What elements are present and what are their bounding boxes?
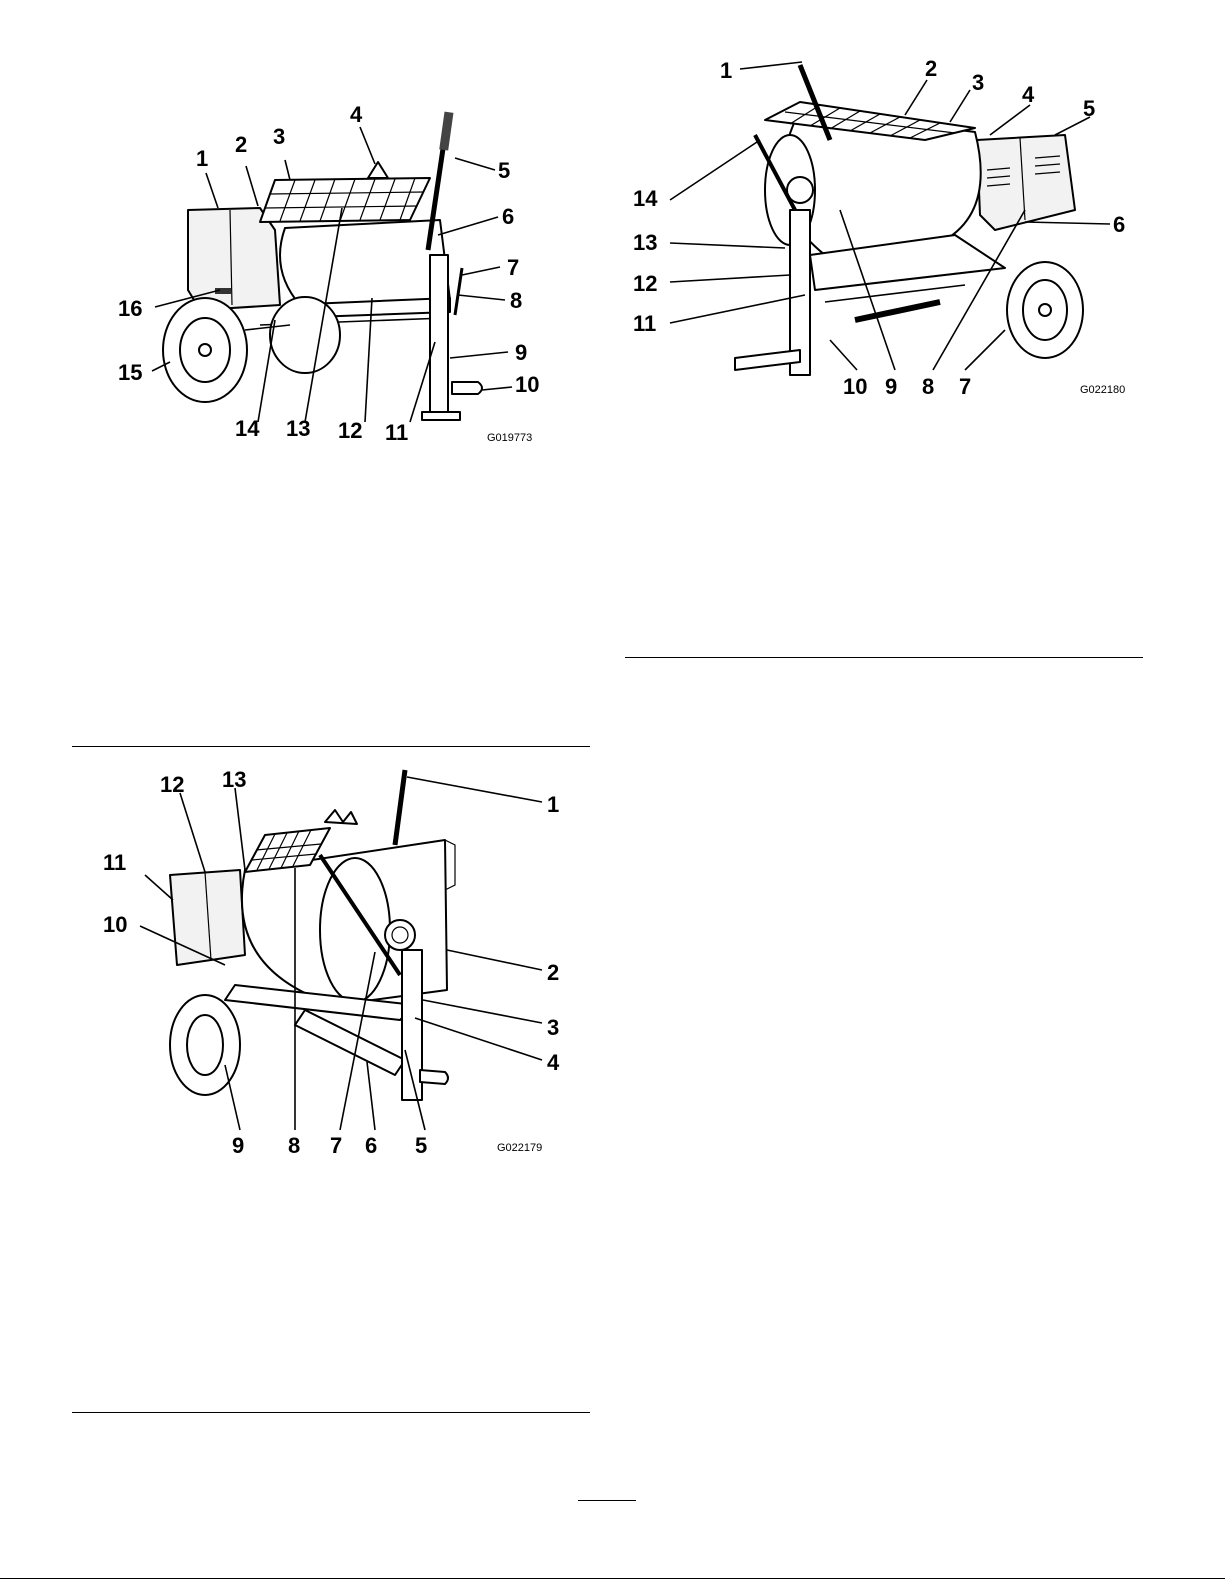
figure-code: G019773 bbox=[487, 432, 532, 444]
callout-10: 10 bbox=[103, 912, 127, 937]
callout-3: 3 bbox=[273, 124, 285, 149]
callout-13: 13 bbox=[633, 230, 657, 255]
callout-16: 16 bbox=[118, 296, 142, 321]
callout-7: 7 bbox=[507, 255, 519, 280]
callout-3: 3 bbox=[972, 70, 984, 95]
callout-11: 11 bbox=[103, 850, 126, 875]
callout-6: 6 bbox=[365, 1133, 377, 1158]
page-number-rule bbox=[578, 1500, 636, 1501]
hitch-ring bbox=[420, 1070, 448, 1084]
figure-g019773: 1 2 3 4 5 6 7 8 9 10 11 12 13 14 15 16 G… bbox=[110, 100, 560, 450]
callout-10: 10 bbox=[515, 372, 539, 397]
callout-2: 2 bbox=[547, 960, 559, 985]
wheel-rear bbox=[270, 297, 340, 373]
callout-9: 9 bbox=[515, 340, 527, 365]
callout-12: 12 bbox=[338, 418, 362, 443]
callout-15: 15 bbox=[118, 360, 142, 385]
engine-housing bbox=[170, 870, 245, 965]
callout-11: 11 bbox=[633, 311, 656, 336]
engine-housing bbox=[977, 135, 1075, 230]
callout-1: 1 bbox=[196, 146, 208, 171]
callout-4: 4 bbox=[547, 1050, 560, 1075]
figure-code: G022180 bbox=[1080, 384, 1125, 396]
callout-5: 5 bbox=[498, 158, 510, 183]
callout-8: 8 bbox=[922, 374, 934, 399]
figure-code: G022179 bbox=[497, 1142, 542, 1154]
grate bbox=[260, 178, 430, 222]
callout-4: 4 bbox=[350, 102, 363, 127]
callout-9: 9 bbox=[232, 1133, 244, 1158]
callout-1: 1 bbox=[720, 58, 732, 83]
callout-12: 12 bbox=[633, 271, 657, 296]
callout-9: 9 bbox=[885, 374, 897, 399]
figure-g022179: 1 2 3 4 5 6 7 8 9 10 11 12 13 G022179 bbox=[95, 760, 575, 1160]
mixing-drum bbox=[280, 220, 450, 305]
callout-7: 7 bbox=[959, 374, 971, 399]
callout-13: 13 bbox=[222, 767, 246, 792]
callout-11: 11 bbox=[385, 420, 408, 445]
callout-2: 2 bbox=[235, 132, 247, 157]
callout-10: 10 bbox=[843, 374, 867, 399]
callout-13: 13 bbox=[286, 416, 310, 441]
section-divider-left-1 bbox=[72, 746, 590, 747]
callout-5: 5 bbox=[415, 1133, 427, 1158]
page-footer-rule bbox=[0, 1578, 1225, 1579]
callout-6: 6 bbox=[1113, 212, 1125, 237]
callout-8: 8 bbox=[510, 288, 522, 313]
callout-8: 8 bbox=[288, 1133, 300, 1158]
section-divider-left-2 bbox=[72, 1412, 590, 1413]
section-divider-right bbox=[625, 657, 1143, 658]
callout-4: 4 bbox=[1022, 82, 1035, 107]
callout-2: 2 bbox=[925, 56, 937, 81]
callout-5: 5 bbox=[1083, 96, 1095, 121]
callout-3: 3 bbox=[547, 1015, 559, 1040]
callout-14: 14 bbox=[235, 416, 260, 441]
mixer-illustration-2: 1 2 3 4 5 6 7 8 9 10 11 12 13 14 G022180 bbox=[625, 40, 1145, 410]
callout-7: 7 bbox=[330, 1133, 342, 1158]
mixer-illustration-3: 1 2 3 4 5 6 7 8 9 10 11 12 13 G022179 bbox=[95, 760, 575, 1160]
callout-14: 14 bbox=[633, 186, 658, 211]
mixer-illustration-1: 1 2 3 4 5 6 7 8 9 10 11 12 13 14 15 16 G… bbox=[110, 100, 560, 450]
tow-stand bbox=[430, 255, 448, 415]
callout-6: 6 bbox=[502, 204, 514, 229]
hitch-ring bbox=[452, 382, 482, 394]
callout-1: 1 bbox=[547, 792, 559, 817]
figure-g022180: 1 2 3 4 5 6 7 8 9 10 11 12 13 14 G022180 bbox=[625, 40, 1145, 410]
callout-12: 12 bbox=[160, 772, 184, 797]
